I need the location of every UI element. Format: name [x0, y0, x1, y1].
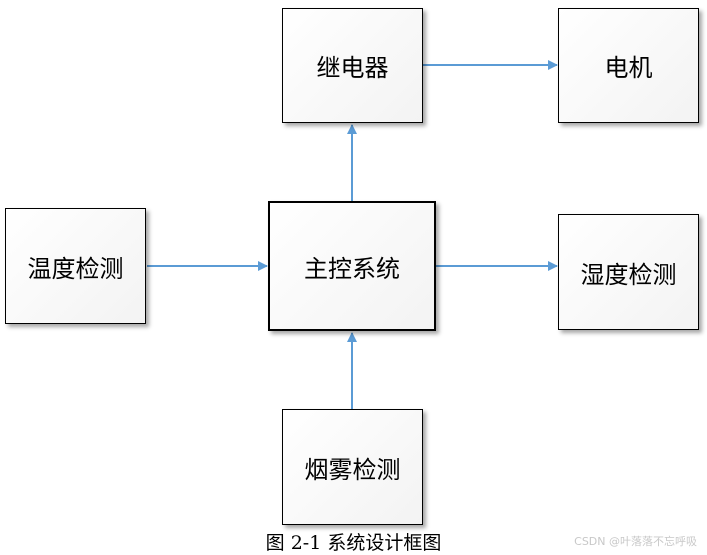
figure-caption: 图 2-1 系统设计框图 — [265, 532, 442, 554]
relay-box: 继电器 — [282, 8, 423, 123]
motor-box: 电机 — [558, 8, 699, 123]
watermark: CSDN @叶落落不忘呼吸 — [574, 535, 697, 548]
smoke-detection-box: 烟雾检测 — [282, 409, 423, 525]
main-control-box: 主控系统 — [268, 201, 436, 331]
motor-label: 电机 — [604, 54, 653, 82]
smoke-detection-label: 烟雾检测 — [304, 455, 401, 484]
temperature-detection-label: 温度检测 — [27, 254, 124, 283]
humidity-detection-label: 湿度检测 — [580, 260, 677, 289]
temperature-detection-box: 温度检测 — [5, 208, 146, 324]
relay-label: 继电器 — [316, 54, 389, 82]
main-control-label: 主控系统 — [304, 254, 400, 283]
humidity-detection-box: 湿度检测 — [558, 214, 699, 330]
